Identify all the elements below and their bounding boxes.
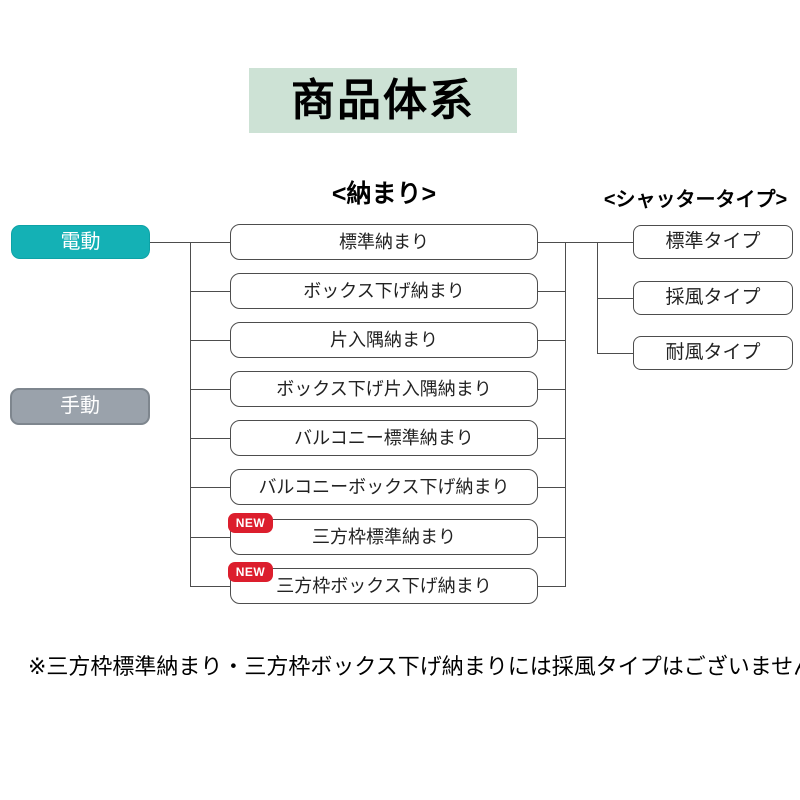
connector-line bbox=[190, 586, 230, 587]
connector-line bbox=[190, 291, 230, 292]
installation-box: 片入隅納まり bbox=[230, 322, 538, 358]
column-header-installation: <納まり> bbox=[331, 180, 437, 208]
connector-line bbox=[538, 291, 565, 292]
connector-line bbox=[190, 537, 230, 538]
new-badge: NEW bbox=[228, 562, 273, 582]
installation-box: 標準納まり bbox=[230, 224, 538, 260]
connector-line bbox=[538, 487, 565, 488]
connector-line bbox=[597, 298, 633, 299]
connector-line bbox=[538, 389, 565, 390]
connector-line bbox=[190, 340, 230, 341]
manual-drive-label: 手動 bbox=[10, 388, 150, 425]
connector-line bbox=[190, 242, 191, 587]
column-header-shutter-type: <シャッタータイプ> bbox=[603, 189, 788, 211]
connector-line bbox=[538, 586, 565, 587]
connector-line bbox=[190, 438, 230, 439]
connector-line bbox=[190, 389, 230, 390]
connector-line bbox=[538, 537, 565, 538]
shutter-type-box: 耐風タイプ bbox=[633, 336, 793, 370]
installation-box: ボックス下げ納まり bbox=[230, 273, 538, 309]
connector-line bbox=[538, 340, 565, 341]
page-title: 商品体系 bbox=[249, 68, 517, 133]
shutter-type-box: 採風タイプ bbox=[633, 281, 793, 315]
installation-box: バルコニー標準納まり bbox=[230, 420, 538, 456]
new-badge: NEW bbox=[228, 513, 273, 533]
installation-box: バルコニーボックス下げ納まり bbox=[230, 469, 538, 505]
installation-box: 三方枠ボックス下げ納まり bbox=[230, 568, 538, 604]
installation-box: 三方枠標準納まり bbox=[230, 519, 538, 555]
connector-line bbox=[565, 242, 566, 587]
electric-drive-label: 電動 bbox=[11, 225, 150, 259]
connector-line bbox=[597, 353, 633, 354]
footnote: ※三方枠標準納まり・三方枠ボックス下げ納まりには採風タイプはございません。 bbox=[28, 654, 800, 679]
connector-line bbox=[190, 487, 230, 488]
shutter-type-box: 標準タイプ bbox=[633, 225, 793, 259]
installation-box: ボックス下げ片入隅納まり bbox=[230, 371, 538, 407]
connector-line bbox=[538, 242, 633, 243]
connector-line bbox=[538, 438, 565, 439]
